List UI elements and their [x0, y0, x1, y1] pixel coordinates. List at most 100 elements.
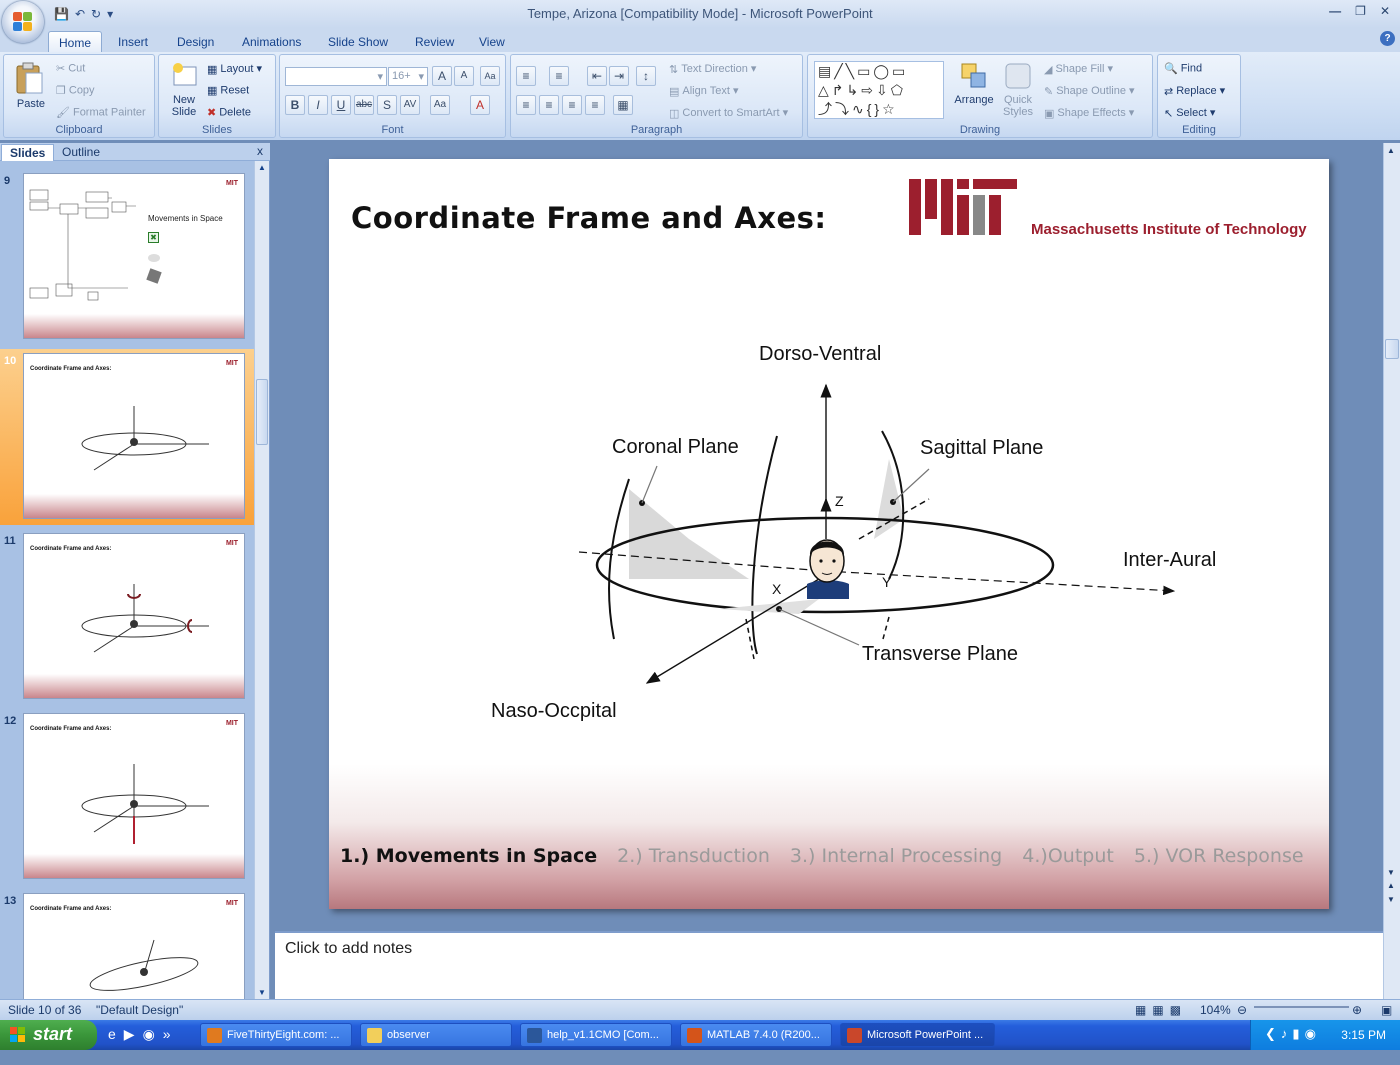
nav-output[interactable]: 4.)Output	[1022, 845, 1114, 867]
scroll-up-icon[interactable]: ▲	[1387, 146, 1395, 155]
zoom-level[interactable]: 104%	[1200, 1003, 1231, 1017]
copy-button[interactable]: ❐Copy	[56, 84, 95, 97]
align-right-icon[interactable]: ≡	[562, 95, 582, 115]
previous-slide-icon[interactable]: ▲	[1387, 881, 1395, 890]
customize-qat-icon[interactable]: ▾	[107, 7, 114, 21]
office-button[interactable]	[2, 1, 44, 43]
next-slide-icon[interactable]: ▼	[1387, 895, 1395, 904]
font-name-combo[interactable]: ​▾	[285, 67, 387, 86]
columns-icon[interactable]: ▦	[613, 95, 633, 115]
shapes-gallery[interactable]: ▤╱╲▭◯▭△↱↳⇨⇩⬠⤴⤵∿{}☆	[814, 61, 944, 119]
font-size-combo[interactable]: 16+▾	[388, 67, 428, 86]
align-left-icon[interactable]: ≡	[516, 95, 536, 115]
notes-pane[interactable]: Click to add notes	[275, 931, 1383, 999]
slide-thumbnail-9[interactable]: 9 MIT Movements in Space ✖	[0, 169, 254, 345]
scroll-down-icon[interactable]: ▼	[1387, 868, 1395, 877]
paste-button[interactable]: Paste	[14, 61, 48, 119]
close-pane-icon[interactable]: x	[257, 144, 263, 158]
scroll-down-icon[interactable]: ▼	[258, 988, 266, 997]
slide-thumbnail-13[interactable]: 13 Coordinate Frame and Axes: MIT	[0, 889, 254, 1065]
redo-icon[interactable]: ↻	[91, 7, 102, 21]
save-icon[interactable]: 💾	[54, 7, 69, 21]
character-spacing-icon[interactable]: AV	[400, 95, 420, 115]
task-powerpoint[interactable]: Microsoft PowerPoint ...	[840, 1023, 995, 1047]
replace-button[interactable]: ⇄Replace ▾	[1164, 85, 1226, 98]
zoom-in-icon[interactable]: ⊕	[1352, 1003, 1363, 1017]
nav-transduction[interactable]: 2.) Transduction	[617, 845, 770, 867]
numbering-icon[interactable]: ≡	[549, 66, 569, 86]
scroll-thumb[interactable]	[1385, 339, 1399, 359]
fit-to-window-icon[interactable]: ▣	[1381, 1003, 1393, 1017]
slide-scrollbar[interactable]: ▲ ▼ ▲ ▼	[1383, 143, 1400, 999]
change-case-icon[interactable]: Aa	[430, 95, 450, 115]
new-slide-button[interactable]: New Slide	[165, 61, 203, 118]
tab-slide-show[interactable]: Slide Show	[328, 35, 389, 49]
select-button[interactable]: ↖Select ▾	[1164, 107, 1216, 120]
task-matlab[interactable]: MATLAB 7.4.0 (R200...	[680, 1023, 832, 1047]
close-button[interactable]: ✕	[1379, 4, 1390, 18]
font-color-icon[interactable]: A	[470, 95, 490, 115]
tab-slides[interactable]: Slides	[1, 144, 55, 161]
line-spacing-icon[interactable]: ↕	[636, 66, 656, 86]
shape-fill-button[interactable]: ◢Shape Fill ▾	[1044, 63, 1113, 76]
network-icon[interactable]: ▮	[1292, 1026, 1305, 1041]
grow-font-icon[interactable]: A	[432, 66, 452, 86]
text-shadow-icon[interactable]: S	[377, 95, 397, 115]
nav-internal-processing[interactable]: 3.) Internal Processing	[789, 845, 1003, 867]
zoom-out-icon[interactable]: ⊖	[1237, 1003, 1248, 1017]
cut-button[interactable]: ✂Cut	[56, 62, 85, 75]
ie-icon[interactable]: e	[108, 1026, 124, 1042]
notes-placeholder[interactable]: Click to add notes	[285, 940, 413, 957]
coordinate-axes-diagram[interactable]	[329, 159, 1329, 909]
tray-arrow-icon[interactable]: ❮	[1265, 1026, 1281, 1041]
view-buttons[interactable]: ▦▦▩	[1135, 1003, 1187, 1017]
zoom-slider[interactable]	[1254, 1006, 1349, 1008]
task-observer[interactable]: observer	[360, 1023, 512, 1047]
layout-button[interactable]: ▦Layout ▾	[207, 63, 263, 76]
scroll-up-icon[interactable]: ▲	[258, 163, 266, 172]
increase-indent-icon[interactable]: ⇥	[609, 66, 629, 86]
firefox-icon[interactable]: ◉	[142, 1026, 163, 1042]
slide-sorter-icon[interactable]: ▦	[1152, 1003, 1170, 1017]
slide-thumbnail-12[interactable]: 12 Coordinate Frame and Axes: MIT	[0, 709, 254, 885]
media-player-icon[interactable]: ▶	[123, 1026, 143, 1042]
bold-icon[interactable]: B	[285, 95, 305, 115]
tab-insert[interactable]: Insert	[118, 35, 149, 49]
task-firefox[interactable]: FiveThirtyEight.com: ...	[200, 1023, 352, 1047]
bullets-icon[interactable]: ≡	[516, 66, 536, 86]
quick-styles-button[interactable]: Quick Styles	[998, 61, 1038, 118]
maximize-button[interactable]: ❐	[1355, 4, 1366, 18]
slide-title[interactable]: Coordinate Frame and Axes:	[351, 201, 827, 235]
strikethrough-icon[interactable]: abc	[354, 95, 374, 115]
scroll-thumb[interactable]	[256, 379, 268, 445]
delete-button[interactable]: ✖Delete	[207, 106, 251, 119]
slide-thumbnail-10[interactable]: 10 Coordinate Frame and Axes: MIT	[0, 349, 254, 525]
find-button[interactable]: 🔍Find	[1164, 62, 1202, 75]
nav-vor-response[interactable]: 5.) VOR Response	[1133, 845, 1304, 867]
align-text-button[interactable]: ▤Align Text ▾	[669, 85, 739, 98]
tab-outline[interactable]: Outline	[62, 145, 101, 159]
tab-view[interactable]: View	[479, 35, 505, 49]
arrange-button[interactable]: Arrange	[954, 61, 994, 106]
slide-canvas[interactable]: Coordinate Frame and Axes: Massachusetts…	[329, 159, 1329, 909]
slide-show-icon[interactable]: ▩	[1169, 1003, 1188, 1017]
tab-review[interactable]: Review	[415, 35, 455, 49]
slide-thumbnail-11[interactable]: 11 Coordinate Frame and Axes: MIT	[0, 529, 254, 705]
volume-icon[interactable]: ♪	[1280, 1026, 1293, 1041]
format-painter-button[interactable]: 🖌Format Painter	[56, 106, 146, 119]
start-button[interactable]: start	[0, 1020, 97, 1050]
tab-home[interactable]: Home	[48, 31, 103, 52]
shape-effects-button[interactable]: ▣Shape Effects ▾	[1044, 107, 1135, 120]
help-icon[interactable]: ?	[1380, 31, 1395, 46]
minimize-button[interactable]: —	[1329, 4, 1342, 18]
theme-name[interactable]: "Default Design"	[96, 1003, 184, 1017]
shape-outline-button[interactable]: ✎Shape Outline ▾	[1044, 85, 1135, 98]
task-word[interactable]: help_v1.1CMO [Com...	[520, 1023, 672, 1047]
security-icon[interactable]: ◉	[1304, 1026, 1321, 1041]
justify-icon[interactable]: ≡	[585, 95, 605, 115]
tab-animations[interactable]: Animations	[242, 35, 302, 49]
clear-formatting-icon[interactable]: Aa	[480, 66, 500, 86]
underline-icon[interactable]: U	[331, 95, 351, 115]
tab-design[interactable]: Design	[177, 35, 215, 49]
more-icon[interactable]: »	[162, 1026, 179, 1042]
